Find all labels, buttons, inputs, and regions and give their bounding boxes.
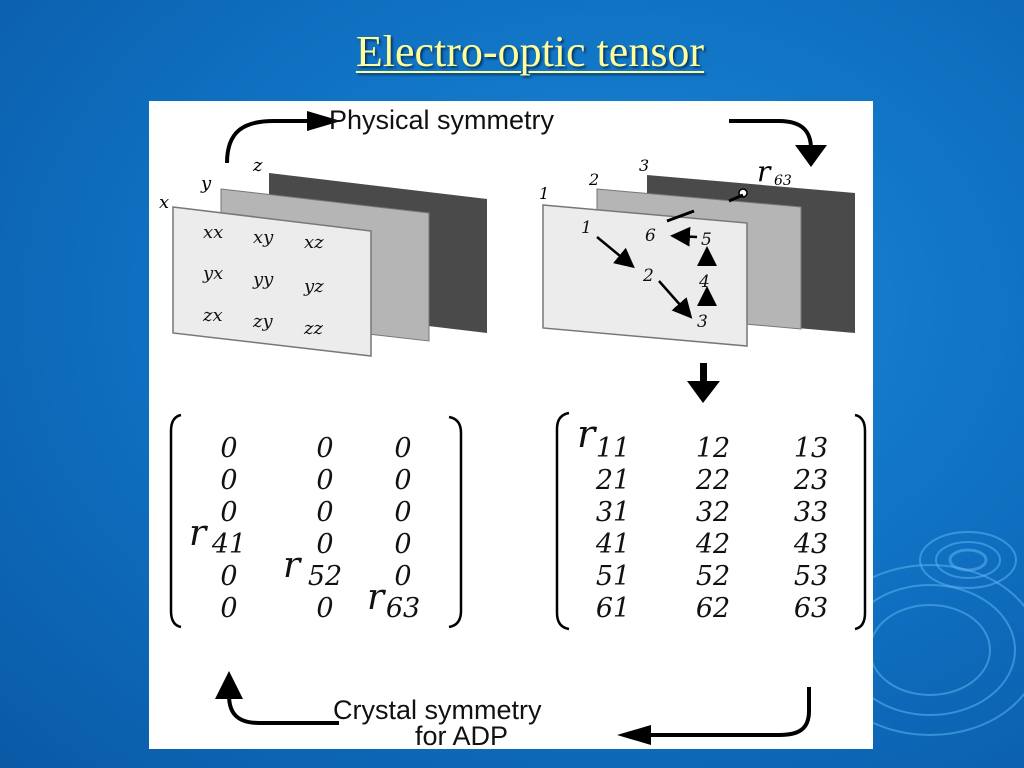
right-tensor-planes (542, 175, 855, 347)
left-matrix-cell-r3-c3: 0 (394, 497, 411, 528)
axis-z-label: z (252, 155, 263, 176)
right-matrix-cell-r1-c3: 13 (794, 433, 828, 464)
label-zx: zx (202, 305, 223, 326)
diagram-panel: Physical symmetry x y z xx xy xz yx yy y… (149, 101, 873, 749)
left-matrix-cell-r2-c2: 0 (316, 465, 333, 496)
right-matrix-cell-r2-c1: 21 (595, 465, 630, 496)
r52-symbol: r (283, 545, 302, 586)
left-matrix-cell-r5-c2: 52 (308, 561, 342, 592)
voigt-index-cycle (596, 226, 717, 319)
label-zy: zy (252, 311, 273, 332)
voigt-node-1: 1 (581, 218, 592, 238)
r63-subscript: 63 (774, 173, 792, 189)
right-matrix-r-symbol: r (577, 412, 598, 456)
right-matrix-cell-r2-c3: 23 (793, 465, 828, 496)
left-matrix-cell-r6-c3: 63 (386, 593, 420, 624)
r63-symbol-left: r (367, 577, 386, 618)
right-matrix-cell-r1-c2: 12 (696, 433, 730, 464)
left-matrix-cell-r5-c3: 0 (394, 561, 411, 592)
right-matrix-cell-r4-c3: 43 (793, 529, 828, 560)
left-matrix-brackets (169, 413, 463, 629)
left-matrix-cell-r3-c2: 0 (316, 497, 333, 528)
left-matrix-r-symbols: r r r (189, 513, 386, 618)
right-matrix-cell-r1-c1: 11 (596, 433, 630, 464)
right-matrix-cell-r3-c3: 33 (794, 497, 828, 528)
crystal-symmetry-arrow (215, 671, 811, 745)
r63-symbol: r (757, 155, 772, 188)
left-matrix-cell-r1-c1: 0 (220, 433, 237, 464)
right-matrix-cell-r4-c1: 41 (595, 529, 630, 560)
label-xy: xy (253, 227, 274, 248)
left-matrix-cell-r2-c1: 0 (220, 465, 237, 496)
label-yx: yx (202, 263, 223, 284)
axis-y-label: y (200, 173, 212, 194)
plane-number-2: 2 (588, 170, 599, 189)
voigt-nodes: 1 2 3 4 5 6 (581, 218, 712, 332)
left-matrix-cell-r3-c1: 0 (220, 497, 237, 528)
left-plane-labels: xx xy xz yx yy yz zx zy zz (202, 222, 324, 339)
left-matrix-cell-r6-c1: 0 (220, 593, 237, 624)
left-matrix-cell-r4-c1: 41 (211, 529, 246, 560)
r63-pointer (728, 193, 744, 203)
right-matrix-cell-r2-c2: 22 (695, 465, 730, 496)
plane-number-1: 1 (539, 184, 549, 203)
label-xx: xx (203, 222, 223, 243)
physical-symmetry-label: Physical symmetry (329, 105, 555, 135)
axis-x-label: x (159, 192, 169, 213)
label-yz: yz (303, 276, 324, 297)
right-matrix-cell-r6-c2: 62 (696, 593, 730, 624)
plane-number-3: 3 (639, 156, 649, 175)
voigt-node-4: 4 (698, 272, 710, 292)
right-matrix-cell-r5-c1: 51 (596, 561, 630, 592)
left-matrix-cell-r4-c2: 0 (316, 529, 333, 560)
voigt-node-3: 3 (697, 312, 708, 332)
right-matrix-cell-r3-c1: 31 (596, 497, 630, 528)
right-matrix: 11 12 13 21 22 23 31 32 33 41 42 43 51 52 53 61 62 63 (595, 433, 828, 624)
physical-symmetry-arrow (225, 111, 827, 167)
right-matrix-cell-r4-c2: 42 (695, 529, 730, 560)
left-matrix-cell-r5-c1: 0 (220, 561, 237, 592)
left-matrix-cell-r4-c3: 0 (394, 529, 411, 560)
label-xz: xz (304, 232, 324, 253)
left-matrix-cell-r1-c3: 0 (394, 433, 411, 464)
label-yy: yy (252, 269, 274, 290)
right-matrix-cell-r5-c2: 52 (696, 561, 730, 592)
right-matrix-cell-r3-c2: 32 (696, 497, 730, 528)
r41-symbol: r (189, 513, 208, 554)
right-matrix-cell-r5-c3: 53 (794, 561, 828, 592)
right-matrix-brackets (555, 411, 867, 631)
left-matrix-cell-r2-c3: 0 (394, 465, 411, 496)
left-matrix-cell-r1-c2: 0 (316, 433, 333, 464)
crystal-symmetry-label: Crystal symmetry (333, 695, 542, 725)
voigt-node-5: 5 (701, 230, 712, 250)
r63-dash (666, 209, 695, 223)
voigt-node-6: 6 (645, 226, 656, 246)
right-matrix-cell-r6-c1: 61 (596, 593, 630, 624)
label-zz: zz (303, 318, 323, 339)
left-matrix-cell-r6-c2: 0 (316, 593, 333, 624)
left-tensor-planes (172, 173, 487, 357)
voigt-node-2: 2 (642, 266, 654, 286)
down-arrow (687, 363, 720, 403)
right-matrix-cell-r6-c3: 63 (794, 593, 828, 624)
slide-title: Electro-optic tensor (355, 27, 705, 76)
for-adp-label: for ADP (415, 721, 508, 749)
